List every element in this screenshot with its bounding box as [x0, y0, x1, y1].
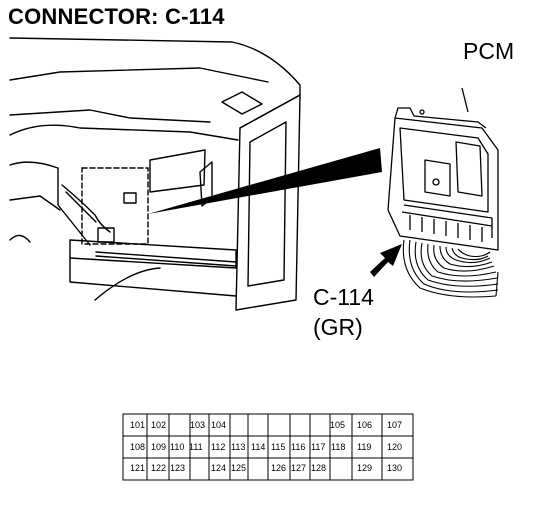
connector-pin-125: 125 [231, 463, 247, 473]
connector-pin-108: 108 [130, 442, 146, 452]
connector-pin-106: 106 [357, 420, 373, 430]
connector-pin-112: 112 [211, 442, 226, 452]
wire-harness [402, 239, 499, 298]
connector-pin-126: 126 [271, 463, 287, 473]
connector-pin-128: 128 [311, 463, 327, 473]
connector-id-label: C-114 [313, 284, 374, 310]
connector-face [122, 413, 414, 481]
connector-color-label: (GR) [313, 314, 363, 340]
connector-pin-101: 101 [130, 420, 146, 430]
connector-pin-110: 110 [170, 442, 185, 452]
cluster-panel [235, 94, 301, 311]
connector-pin-117: 117 [311, 442, 326, 452]
page-title: CONNECTOR: C-114 [8, 4, 225, 29]
connector-pin-130: 130 [387, 463, 403, 473]
connector-pin-120: 120 [387, 442, 403, 452]
pcm-unit [387, 87, 499, 251]
connector-pin-121: 121 [130, 463, 146, 473]
dashboard-outline [9, 37, 301, 129]
connector-pin-115: 115 [271, 442, 286, 452]
connector-pin-114: 114 [251, 442, 266, 452]
connector-pin-102: 102 [151, 420, 167, 430]
connector-pin-113: 113 [231, 442, 246, 452]
pcm-label: PCM [463, 38, 515, 64]
connector-pin-129: 129 [357, 463, 373, 473]
connector-pin-123: 123 [170, 463, 186, 473]
connector-arrow [370, 244, 402, 277]
connector-pin-122: 122 [151, 463, 167, 473]
connector-pin-109: 109 [151, 442, 167, 452]
location-box [81, 167, 149, 245]
connector-pin-104: 104 [211, 420, 227, 430]
connector-pin-116: 116 [291, 442, 306, 452]
connector-pin-107: 107 [387, 420, 403, 430]
connector-pin-119: 119 [357, 442, 372, 452]
connector-pin-124: 124 [211, 463, 227, 473]
connector-pin-118: 118 [331, 442, 346, 452]
connector-pin-127: 127 [291, 463, 307, 473]
connector-pin-105: 105 [330, 420, 346, 430]
connector-pin-111: 111 [189, 442, 203, 452]
connector-pin-103: 103 [190, 420, 206, 430]
pointer-wedge [148, 148, 382, 214]
